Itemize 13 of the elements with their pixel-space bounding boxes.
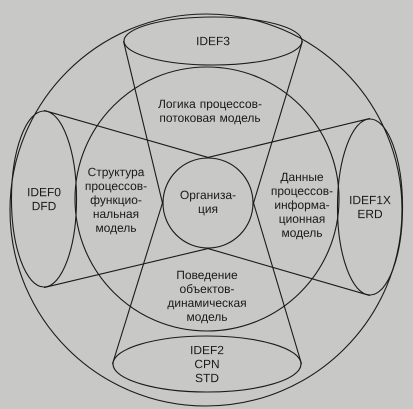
region-label: Структура процессов- функцио- нальная модель: [86, 168, 147, 234]
region-label: Данные процессов- информа- ционная модель: [272, 172, 333, 240]
region-label: Поведение объектов- динамическая модель: [167, 270, 246, 324]
line: [44, 248, 208, 288]
line: [253, 202, 302, 364]
region-label: Логика процессов- потоковая модель: [158, 100, 262, 124]
line: [208, 118, 370, 158]
circle: [9, 13, 403, 407]
line: [44, 110, 208, 158]
line: [253, 40, 304, 204]
line: [112, 202, 163, 364]
line: [122, 40, 163, 204]
line: [208, 248, 370, 296]
